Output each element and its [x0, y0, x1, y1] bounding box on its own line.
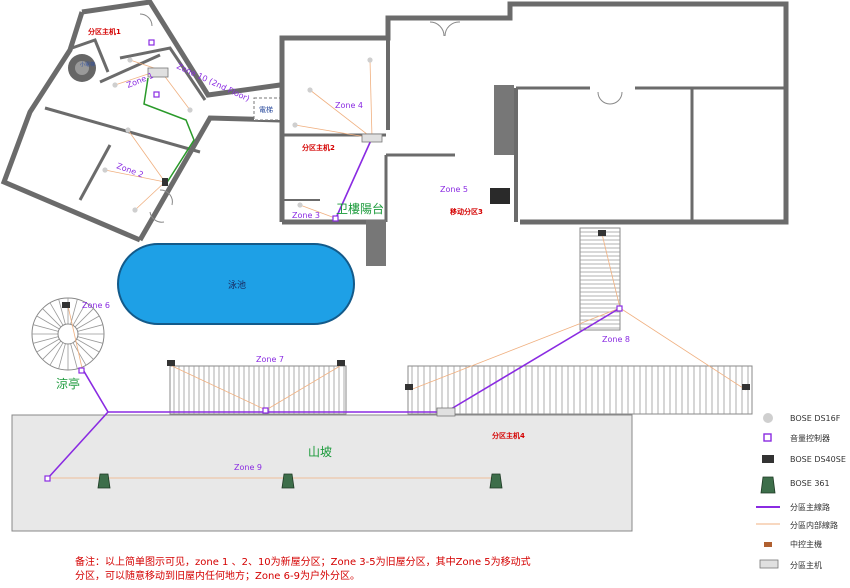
- host2-label: 分区主机2: [302, 143, 335, 152]
- footnote: 备注：以上简单图示可见，zone 1 、2、10为新屋分区；Zone 3-5为旧…: [75, 556, 635, 584]
- zone2-label: Zone 2: [115, 161, 144, 179]
- balcony-label: 卫樓陽台: [336, 201, 384, 216]
- zone9-label: Zone 9: [234, 463, 262, 472]
- legend-label-0: BOSE DS16F: [790, 414, 841, 423]
- pool: [117, 243, 355, 325]
- legend-label-4: 分區主線路: [790, 502, 830, 512]
- legend-label-6: 中控主機: [790, 539, 822, 549]
- pavilion-label: 涼亭: [56, 376, 80, 391]
- host1-label: 分区主机1: [88, 27, 121, 36]
- zone-hosts: [147, 67, 456, 417]
- deck-zone8-bridge: [579, 227, 621, 331]
- new-house: [0, 0, 281, 243]
- zone8-label: Zone 8: [602, 335, 630, 344]
- zone3-label: Zone 3: [292, 211, 320, 220]
- door-arcs: [139, 13, 173, 223]
- volume-controllers: [44, 39, 623, 482]
- zone10-label: Zone 10 (2nd Floor): [175, 62, 251, 104]
- new-house-trunk: [143, 77, 195, 185]
- footnote-line-1: 备注：以上简单图示可见，zone 1 、2、10为新屋分区；Zone 3-5为旧…: [75, 557, 531, 568]
- legend-zone-host-icon: [759, 559, 779, 569]
- main-lines: [47, 137, 621, 479]
- zone7-label: Zone 7: [256, 355, 284, 364]
- deck-zone7: [169, 365, 347, 415]
- elevator-label: 電梯: [259, 105, 273, 114]
- host4-label: 分区主机4: [492, 431, 525, 440]
- zone4-label: Zone 4: [335, 101, 363, 110]
- slope-area: [11, 414, 633, 532]
- zone1-label: Zone 1: [125, 71, 154, 90]
- legend-volume-controller-icon: [763, 433, 772, 442]
- legend-361-icon: [760, 476, 776, 494]
- inner-stair: [366, 85, 514, 266]
- ds16f-speakers: [102, 57, 373, 213]
- host3-label: 移动分区3: [450, 207, 483, 216]
- legend-label-7: 分區主机: [790, 560, 822, 570]
- deck-zone8: [407, 365, 753, 415]
- zone6-label: Zone 6: [82, 301, 110, 310]
- legend-label-3: BOSE 361: [790, 479, 830, 488]
- legend-ds40se-icon: [762, 455, 774, 463]
- legend-label-5: 分區内部線路: [790, 520, 838, 530]
- pavilion: [31, 297, 105, 371]
- pool-label: 泳池: [228, 279, 246, 291]
- legend-ds16f-icon: [763, 413, 773, 423]
- legend-central-controller-icon: [764, 542, 772, 547]
- mobile-zone-host: [490, 188, 510, 204]
- legend-label-1: 音量控制器: [790, 433, 830, 443]
- bose-361-speakers: [97, 473, 503, 489]
- zone5-label: Zone 5: [440, 185, 468, 194]
- ds40se-speakers: [62, 178, 750, 390]
- stair-note: 小電梯: [80, 61, 95, 68]
- old-house: [279, 1, 789, 225]
- spiral-stair: [68, 54, 96, 82]
- legend-label-2: BOSE DS40SE: [790, 455, 846, 464]
- legend: BOSE DS16F 音量控制器 BOSE DS40SE BOSE 361 分區…: [756, 413, 846, 570]
- footnote-line-2: 分区，可以随意移动到旧屋内任何地方；Zone 6-9为户外分区。: [75, 571, 360, 582]
- slope-label: 山坡: [308, 445, 332, 459]
